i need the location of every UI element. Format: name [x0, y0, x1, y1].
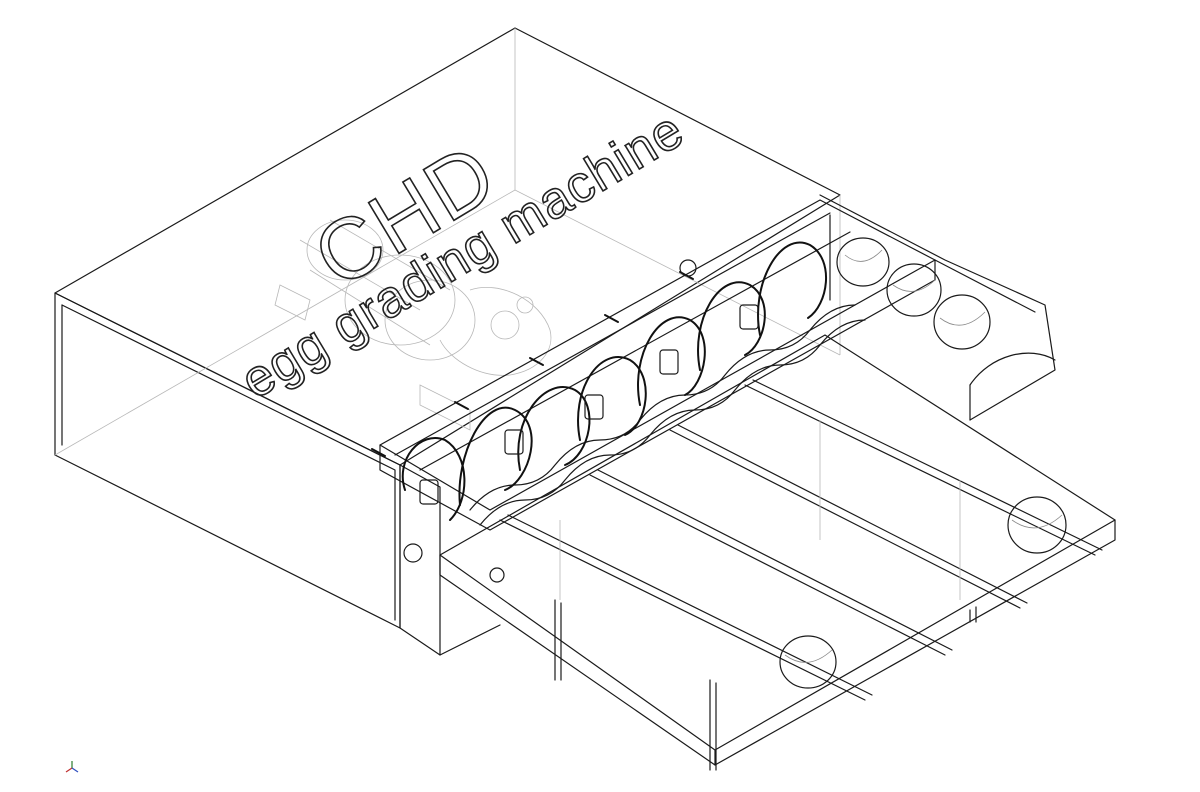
machine-housing: [54, 27, 841, 656]
eggs-rack: [779, 496, 1067, 689]
output-chute: [819, 194, 1056, 421]
spiral-rollers: [401, 241, 827, 521]
motor-ghost: [274, 219, 552, 431]
grading-rack: [403, 334, 1116, 771]
eggs-upper: [836, 237, 991, 350]
axis-triad-icon: [65, 761, 79, 773]
